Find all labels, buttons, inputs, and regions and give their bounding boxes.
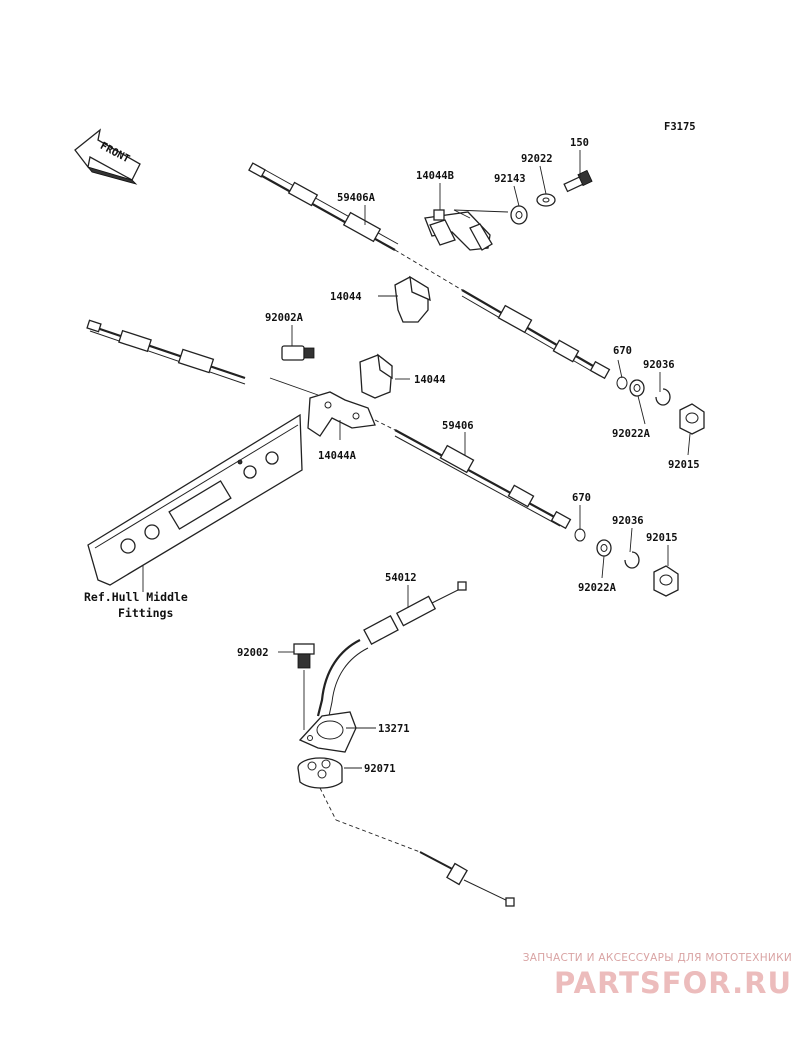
oring-670-upper-icon	[616, 376, 628, 390]
label-59406: 59406	[442, 420, 474, 432]
plate-13271	[298, 711, 357, 753]
washer-92022-icon	[536, 193, 556, 207]
bolt-92002A-icon	[281, 345, 315, 361]
label-92036-upper: 92036	[643, 359, 675, 371]
clamp-14044-lower	[359, 353, 393, 399]
grommet-92071	[297, 757, 343, 789]
label-92022A-upper: 92022A	[612, 428, 651, 440]
label-14044A: 14044A	[318, 450, 357, 462]
cable-59406A	[248, 162, 611, 380]
leader-lines	[278, 150, 691, 769]
cable-54012	[316, 581, 467, 717]
oring-670-lower-icon	[574, 528, 586, 542]
label-92036-lower: 92036	[612, 515, 644, 527]
label-92071: 92071	[364, 763, 396, 775]
washer-92022A-lower-icon	[596, 539, 612, 557]
label-54012: 54012	[385, 572, 417, 584]
label-92002: 92002	[237, 647, 269, 659]
label-92015-lower: 92015	[646, 532, 678, 544]
washer-92022A-upper-icon	[629, 379, 645, 397]
cable-59406	[374, 419, 572, 530]
nut-92015-upper-icon	[679, 403, 705, 435]
bracket-14044B	[424, 209, 493, 251]
reference-line-1: Ref.Hull Middle	[84, 590, 188, 604]
label-150: 150	[570, 137, 589, 149]
label-92002A: 92002A	[265, 312, 304, 324]
washer-92036-lower-icon	[624, 551, 640, 569]
nut-92015-lower-icon	[653, 565, 679, 597]
label-92022A-lower: 92022A	[578, 582, 617, 594]
label-92143: 92143	[494, 173, 526, 185]
label-670-lower: 670	[572, 492, 591, 504]
collar-92143-icon	[510, 205, 528, 225]
label-59406A: 59406A	[337, 192, 376, 204]
bracket-14044A	[307, 391, 376, 437]
clamp-14044-upper	[394, 275, 431, 323]
reference-line-2: Fittings	[118, 606, 173, 620]
label-14044B: 14044B	[416, 170, 454, 182]
label-14044-lower: 14044	[414, 374, 446, 386]
cable-lower-end	[319, 787, 515, 907]
watermark-tagline: ЗАПЧАСТИ И АКСЕССУАРЫ ДЛЯ МОТОТЕХНИКИ	[522, 952, 792, 964]
front-arrow-icon: FRONT	[74, 128, 141, 185]
label-92022: 92022	[521, 153, 553, 165]
label-92015-upper: 92015	[668, 459, 700, 471]
watermark-brand: PARTSFOR.RU	[554, 966, 792, 1000]
figure-code: F3175	[664, 121, 696, 133]
label-670-upper: 670	[613, 345, 632, 357]
cable-lower-left	[86, 319, 246, 385]
label-14044-upper: 14044	[330, 291, 362, 303]
bolt-92002-icon	[293, 643, 315, 669]
label-13271: 13271	[378, 723, 410, 735]
bolt-150-icon	[563, 169, 593, 193]
washer-92036-upper-icon	[655, 388, 671, 406]
hull-middle-fittings-panel	[87, 413, 303, 586]
